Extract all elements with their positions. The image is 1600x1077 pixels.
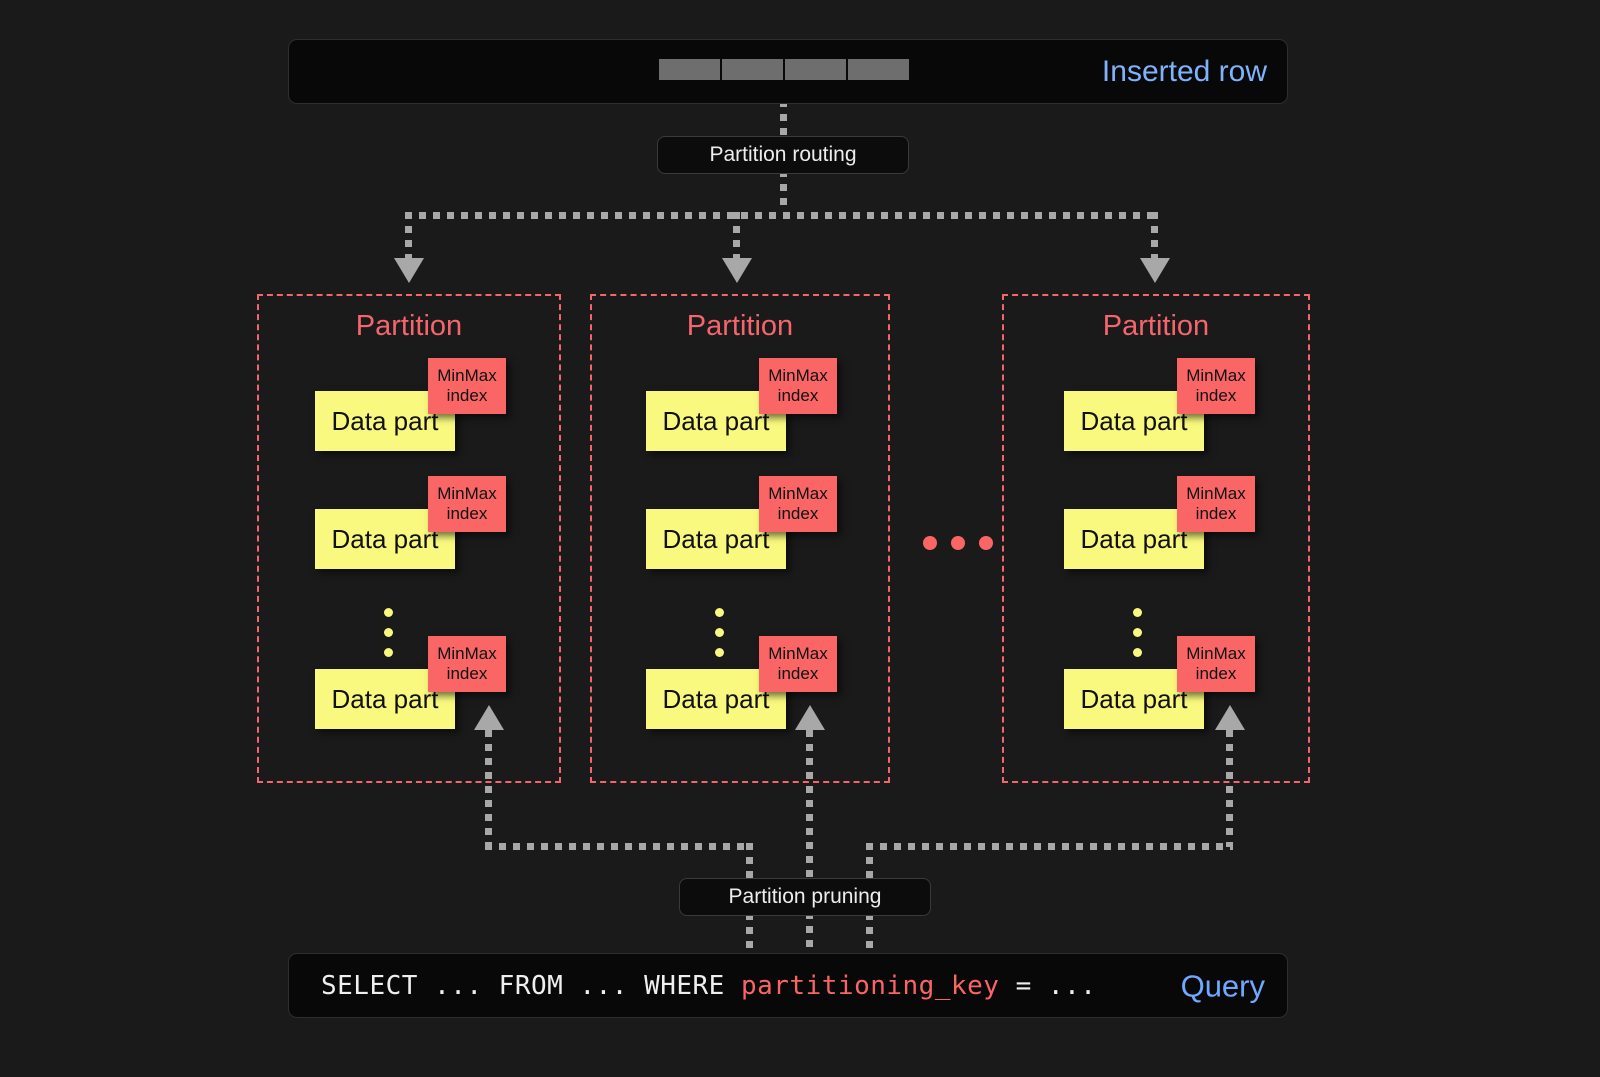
partition-1-title: Partition (355, 310, 463, 342)
ellipsis-dot (384, 648, 393, 657)
partition-3-title: Partition (1102, 310, 1210, 342)
connector-routing-drop-3 (1151, 212, 1158, 264)
query-bar: SELECT ... FROM ... WHERE partitioning_k… (288, 953, 1288, 1018)
minmax-index-box: MinMax index (1177, 476, 1255, 532)
minmax-index-box: MinMax index (428, 636, 506, 692)
partition-2-part-1: Data part MinMax index (646, 358, 846, 458)
minmax-index-line2: index (446, 386, 488, 405)
query-label: Query (1180, 968, 1265, 1003)
minmax-index-line2: index (1195, 386, 1237, 405)
connector-prune-bus-left (485, 843, 753, 850)
minmax-index-line1: MinMax (437, 366, 497, 385)
partitions-ellipsis (923, 536, 993, 550)
ellipsis-dot (715, 628, 724, 637)
ellipsis-dot (715, 648, 724, 657)
partition-2-parts-ellipsis (715, 608, 725, 657)
minmax-index-line1: MinMax (437, 484, 497, 503)
partition-1-part-3: Data part MinMax index (315, 636, 515, 736)
connector-prune-up-2 (806, 730, 813, 956)
minmax-index-line2: index (1195, 664, 1237, 683)
data-part-label: Data part (315, 669, 455, 729)
partition-1-parts-ellipsis (384, 608, 394, 657)
partition-3-parts-ellipsis (1133, 608, 1143, 657)
minmax-index-line2: index (446, 504, 488, 523)
partition-routing-label: Partition routing (709, 143, 857, 166)
partition-routing-box: Partition routing (657, 136, 909, 174)
partition-2-title: Partition (686, 310, 794, 342)
row-cell (785, 59, 846, 80)
ellipsis-dot (979, 536, 993, 550)
row-cell (848, 59, 909, 80)
inserted-row-label: Inserted row (1101, 54, 1267, 88)
minmax-index-line1: MinMax (437, 644, 497, 663)
query-prefix: SELECT ... FROM ... WHERE (321, 970, 741, 1001)
partition-2-part-3: Data part MinMax index (646, 636, 846, 736)
arrow-up-partition-2 (795, 705, 825, 730)
connector-routing-drop-2 (733, 212, 740, 264)
connector-prune-up-3 (1226, 730, 1233, 847)
partition-2: Partition Data part MinMax index Data pa… (590, 294, 890, 783)
row-cell (722, 59, 783, 80)
arrow-down-partition-3 (1140, 258, 1170, 283)
minmax-index-line1: MinMax (768, 484, 828, 503)
connector-routing-drop-1 (405, 212, 412, 264)
ellipsis-dot (384, 608, 393, 617)
partition-3-part-2: Data part MinMax index (1064, 476, 1264, 576)
minmax-index-box: MinMax index (1177, 358, 1255, 414)
ellipsis-dot (951, 536, 965, 550)
minmax-index-line2: index (1195, 504, 1237, 523)
ellipsis-dot (715, 608, 724, 617)
arrow-up-partition-1 (474, 705, 504, 730)
minmax-index-box: MinMax index (428, 476, 506, 532)
partition-1-part-1: Data part MinMax index (315, 358, 515, 458)
arrow-down-partition-2 (722, 258, 752, 283)
minmax-index-line2: index (446, 664, 488, 683)
partition-1-part-2: Data part MinMax index (315, 476, 515, 576)
minmax-index-line2: index (777, 386, 819, 405)
partition-3-part-1: Data part MinMax index (1064, 358, 1264, 458)
query-text: SELECT ... FROM ... WHERE partitioning_k… (321, 971, 1096, 1001)
connector-prune-bus-right (866, 843, 1233, 850)
minmax-index-box: MinMax index (759, 636, 837, 692)
arrow-up-partition-3 (1215, 705, 1245, 730)
ellipsis-dot (1133, 648, 1142, 657)
partition-3: Partition Data part MinMax index Data pa… (1002, 294, 1310, 783)
connector-prune-up-1 (485, 730, 492, 847)
partition-pruning-box: Partition pruning (679, 878, 931, 916)
partition-3-part-3: Data part MinMax index (1064, 636, 1264, 736)
minmax-index-line1: MinMax (768, 644, 828, 663)
query-suffix: = ... (999, 970, 1097, 1001)
arrow-down-partition-1 (394, 258, 424, 283)
ellipsis-dot (923, 536, 937, 550)
minmax-index-box: MinMax index (428, 358, 506, 414)
minmax-index-box: MinMax index (1177, 636, 1255, 692)
minmax-index-box: MinMax index (759, 358, 837, 414)
query-partitioning-key: partitioning_key (741, 970, 1000, 1001)
minmax-index-line1: MinMax (1186, 644, 1246, 663)
ellipsis-dot (384, 628, 393, 637)
minmax-index-line1: MinMax (1186, 484, 1246, 503)
data-part-label: Data part (1064, 509, 1204, 569)
minmax-index-line1: MinMax (1186, 366, 1246, 385)
row-cell (659, 59, 720, 80)
ellipsis-dot (1133, 608, 1142, 617)
minmax-index-line2: index (777, 664, 819, 683)
partition-1: Partition Data part MinMax index Data pa… (257, 294, 561, 783)
inserted-row-cells (659, 59, 909, 80)
minmax-index-line1: MinMax (768, 366, 828, 385)
partition-pruning-label: Partition pruning (728, 885, 882, 908)
connector-routing-bus (405, 212, 1157, 219)
minmax-index-box: MinMax index (759, 476, 837, 532)
partition-2-part-2: Data part MinMax index (646, 476, 846, 576)
minmax-index-line2: index (777, 504, 819, 523)
ellipsis-dot (1133, 628, 1142, 637)
inserted-row-bar: Inserted row (288, 39, 1288, 104)
